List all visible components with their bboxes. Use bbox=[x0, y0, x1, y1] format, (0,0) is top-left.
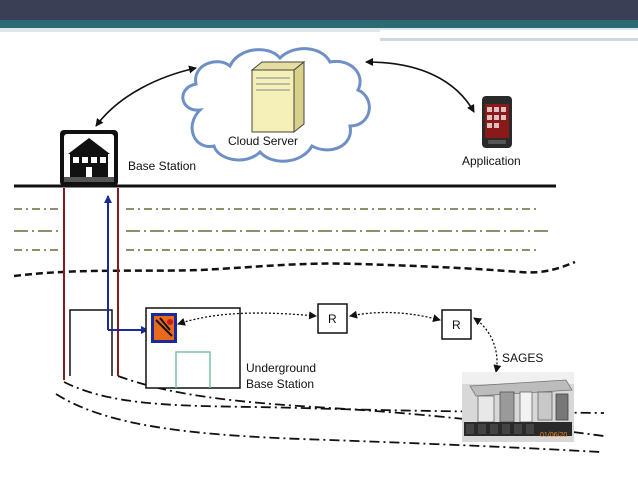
shaft-outline bbox=[69, 309, 113, 376]
header-band bbox=[0, 0, 638, 42]
arrow-base-to-cloud bbox=[95, 65, 197, 127]
seam-boundary-line bbox=[13, 260, 576, 278]
underground-station-door bbox=[175, 351, 211, 388]
wireless-link-relay2-sages bbox=[473, 317, 502, 373]
wireless-link-station-relay1 bbox=[177, 311, 317, 326]
server-icon bbox=[250, 60, 306, 134]
cloud-server-label: Cloud Server bbox=[228, 134, 298, 148]
underground-label-line2: Base Station bbox=[246, 377, 314, 391]
tunnel-upper-curve bbox=[63, 381, 605, 414]
smartphone-icon bbox=[482, 96, 512, 148]
underground-station-logo-icon bbox=[151, 313, 177, 343]
wireless-link-relay1-relay2 bbox=[349, 310, 441, 323]
sages-machine-photo: 01/06/20 bbox=[462, 372, 574, 442]
arrow-cloud-to-app bbox=[365, 58, 475, 113]
relay-box-2 bbox=[441, 309, 472, 340]
application-label: Application bbox=[462, 154, 521, 168]
sages-label: SAGES bbox=[502, 351, 543, 365]
relay-box-1 bbox=[317, 303, 348, 334]
base-station-house-icon bbox=[60, 130, 118, 186]
base-station-label: Base Station bbox=[128, 159, 196, 173]
strata-lines bbox=[14, 208, 550, 251]
underground-label-line1: Underground bbox=[246, 361, 316, 375]
relay-label-2: R bbox=[452, 318, 461, 332]
relay-label-1: R bbox=[328, 312, 337, 326]
tunnel-bottom-curve bbox=[55, 393, 601, 453]
photo-date-stamp: 01/06/20 bbox=[540, 432, 567, 439]
